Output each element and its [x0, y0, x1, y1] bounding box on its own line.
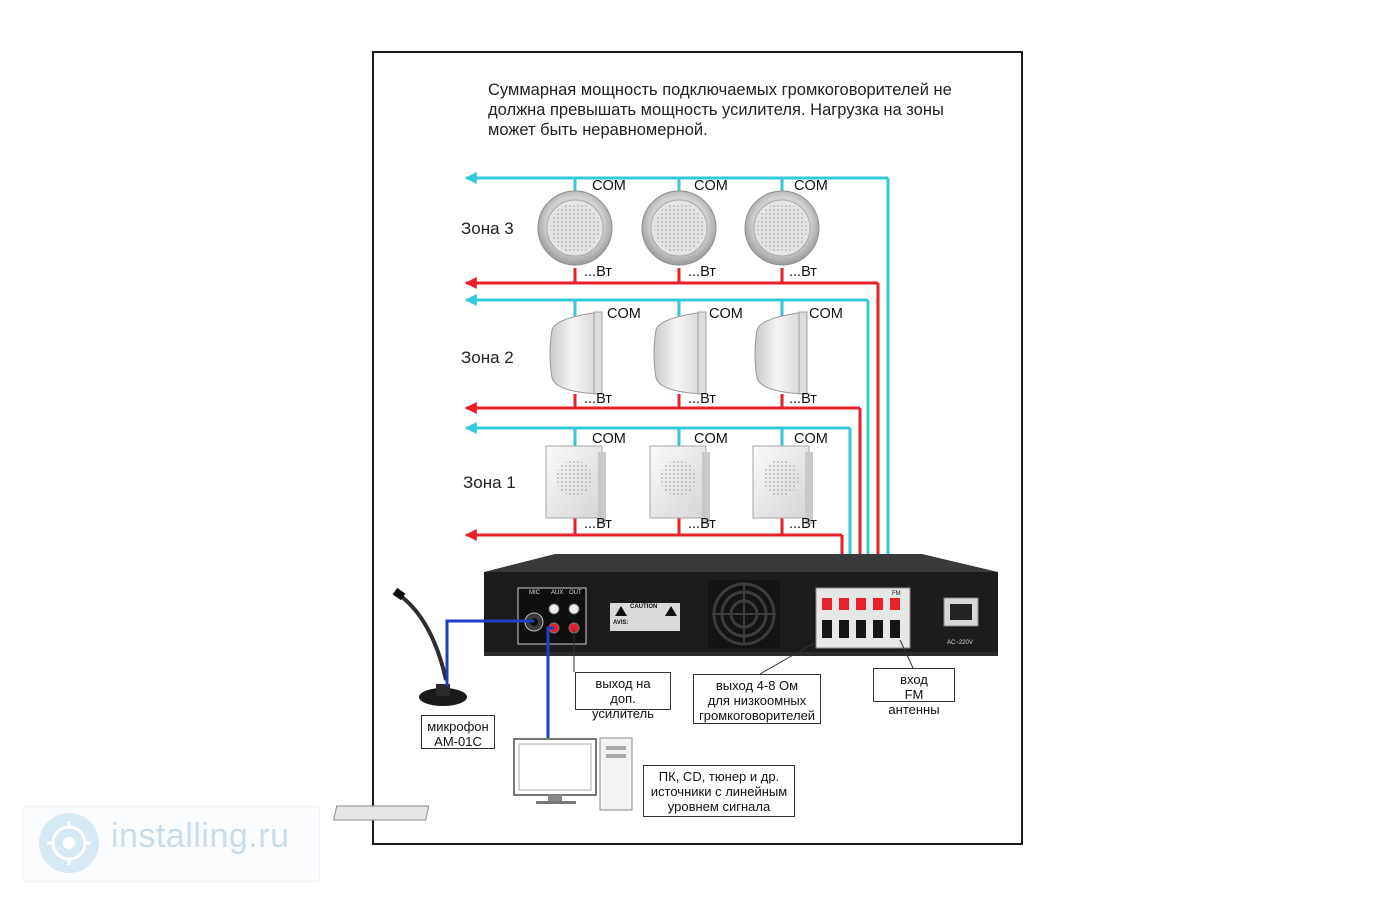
speaker-out-leader: [759, 641, 817, 675]
com-label: COM: [709, 306, 743, 322]
diagram-frame: [372, 51, 1023, 845]
power-note: Суммарная мощность подключаемых громкого…: [488, 80, 1008, 140]
note-line: должна превышать мощность усилителя. Наг…: [488, 101, 944, 119]
fm-in-callout: вход FM антенны: [873, 668, 955, 717]
zone-2-label: Зона 2: [461, 348, 514, 367]
fm-in-leader: [899, 639, 914, 669]
zone-3-label: Зона 3: [461, 219, 514, 238]
microphone-callout: микрофон AM-01C: [421, 715, 495, 749]
callout-line: источники с линейным: [650, 784, 788, 799]
com-label: COM: [607, 306, 641, 322]
callout-line: выход 4-8 Ом: [715, 678, 799, 693]
wall-speaker: [549, 311, 603, 395]
zone-1-label: Зона 1: [463, 473, 516, 492]
callout-line: выход на доп.: [595, 676, 651, 706]
com-label: COM: [694, 178, 728, 194]
caution-label: CAUTION: [630, 604, 658, 610]
zone-3-speaker-line: [464, 268, 880, 600]
computer: [333, 737, 633, 821]
callout-line: микрофон: [427, 719, 489, 734]
microphone: [392, 587, 467, 706]
watt-label: ...Вт: [584, 516, 612, 532]
square-speaker: [752, 445, 813, 524]
installing-logo-icon: [39, 813, 99, 873]
callout-line: вход: [900, 672, 928, 687]
com-label: COM: [694, 431, 728, 447]
callout-line: ПК, CD, тюнер и др.: [658, 769, 780, 784]
sources-callout: ПК, CD, тюнер и др. источники с линейным…: [643, 765, 795, 817]
square-speaker: [545, 445, 606, 524]
watt-label: ...Вт: [688, 391, 716, 407]
ceiling-speaker: [641, 190, 717, 266]
microphone-cable: [445, 619, 534, 686]
watt-label: ...Вт: [688, 264, 716, 280]
watt-label: ...Вт: [584, 391, 612, 407]
callout-line: для низкоомных: [707, 693, 807, 708]
ac-socket-label: AC~220V: [947, 640, 973, 646]
zone-2-com-line: [464, 294, 870, 600]
watermark-text: installing.ru: [111, 817, 290, 855]
out-port-label: OUT: [569, 590, 582, 596]
aux-out-callout: выход на доп. усилитель: [575, 672, 671, 721]
wall-speaker: [653, 311, 707, 395]
fm-terminal-label: FM: [892, 591, 901, 597]
watt-label: ...Вт: [584, 264, 612, 280]
com-label: COM: [809, 306, 843, 322]
watt-label: ...Вт: [789, 391, 817, 407]
com-label: COM: [794, 431, 828, 447]
com-label: COM: [592, 431, 626, 447]
fan-grille: [708, 580, 780, 648]
ceiling-speaker: [744, 190, 820, 266]
wall-speaker: [754, 311, 808, 395]
note-line: Суммарная мощность подключаемых громкого…: [488, 81, 952, 99]
callout-line: усилитель: [592, 706, 654, 721]
square-speaker: [649, 445, 710, 524]
watermark: installing.ru: [22, 806, 320, 882]
callout-line: громкоговорителей: [699, 708, 816, 723]
callout-line: AM-01C: [434, 734, 482, 749]
ceiling-speaker: [537, 190, 613, 266]
avis-label: AVIS:: [613, 620, 629, 626]
watt-label: ...Вт: [789, 516, 817, 532]
zone-3-com-line: [464, 172, 890, 600]
com-label: COM: [794, 178, 828, 194]
mic-port-label: MIC: [529, 590, 540, 596]
source-cable: [546, 626, 554, 741]
amplifier: [484, 554, 998, 656]
callout-line: уровнем сигнала: [667, 799, 771, 814]
aux-port-label: AUX: [551, 590, 564, 596]
watt-label: ...Вт: [688, 516, 716, 532]
com-label: COM: [592, 178, 626, 194]
note-line: может быть неравномерной.: [488, 121, 708, 139]
speaker-out-callout: выход 4-8 Ом для низкоомных громкоговори…: [693, 674, 821, 724]
watt-label: ...Вт: [789, 264, 817, 280]
callout-line: FM антенны: [888, 687, 940, 717]
